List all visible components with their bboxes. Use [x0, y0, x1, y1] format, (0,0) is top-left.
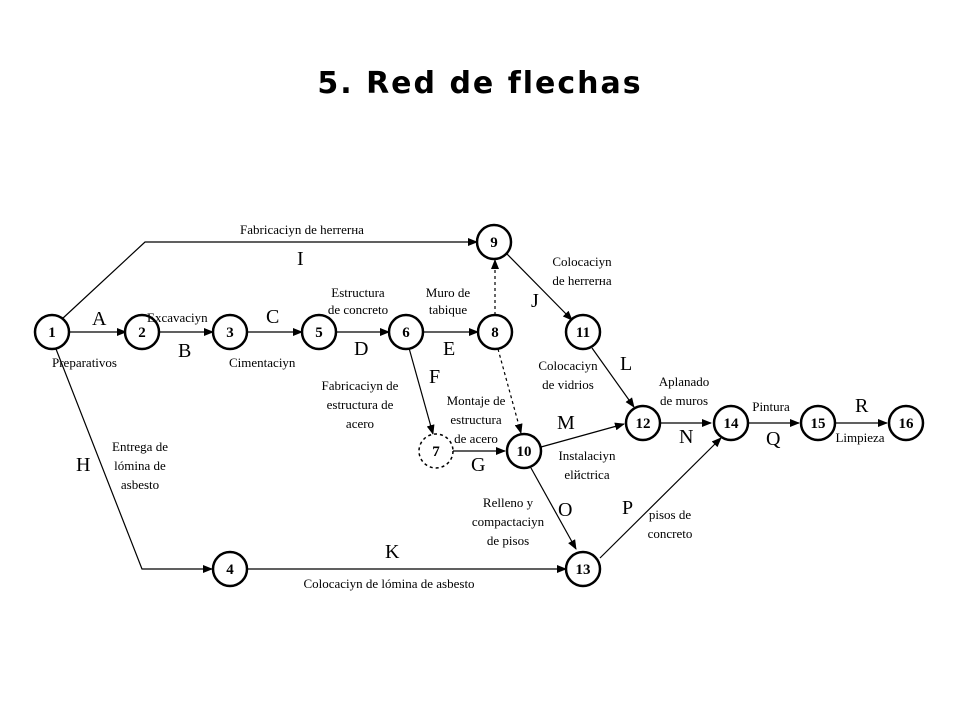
activity-desc-f-line1: Fabricaciyn de: [322, 378, 399, 393]
activity-desc-r: Limpieza: [835, 430, 884, 445]
activity-desc-f-line3: acero: [346, 416, 374, 431]
activity-desc-h-line3: asbesto: [121, 477, 159, 492]
node-12-label: 12: [636, 416, 651, 432]
activity-letter-i: I: [297, 248, 304, 270]
node-2-label: 2: [138, 325, 146, 341]
edge-1-9: [61, 238, 478, 320]
node-5-label: 5: [315, 325, 323, 341]
activity-desc-m-line1: Instalaciyn: [558, 448, 616, 463]
activity-letter-h: H: [76, 454, 90, 476]
edge-6-7: [408, 347, 435, 435]
node-1-label: 1: [48, 325, 56, 341]
activity-letter-q: Q: [766, 428, 781, 450]
node-10: 10: [505, 432, 543, 470]
node-6-label: 6: [402, 325, 410, 341]
activity-desc-n-line2: de muros: [660, 393, 708, 408]
activity-letter-e: E: [443, 338, 455, 360]
activity-letters: A B C D E F G H I J K L M N O P Q R: [76, 248, 869, 563]
node-4: 4: [211, 550, 249, 588]
activity-descriptions: Preparativos Excavaciyn Cimentaciyn Estr…: [52, 222, 885, 591]
activity-desc-b: Excavaciyn: [147, 310, 208, 325]
edges: [55, 238, 888, 573]
activity-letter-m: M: [557, 412, 575, 434]
node-1: 1: [33, 313, 71, 351]
activity-desc-o-line2: compactaciyn: [472, 514, 545, 529]
activity-desc-h-line1: Entrega de: [112, 439, 168, 454]
node-9: 9: [475, 223, 513, 261]
edge-1-4: [55, 348, 213, 573]
activity-letter-p: P: [622, 497, 633, 519]
node-6: 6: [387, 313, 425, 351]
node-16: 16: [887, 404, 925, 442]
activity-desc-i: Fabricaciyn de herrerнa: [240, 222, 364, 237]
activity-desc-g-line1: Montaje de: [447, 393, 506, 408]
activity-letter-l: L: [620, 353, 632, 375]
activity-desc-h-line2: lómina de: [114, 458, 166, 473]
activity-desc-g-line3: de acero: [454, 431, 498, 446]
activity-desc-d-line2: de concreto: [328, 302, 388, 317]
activity-letter-f: F: [429, 366, 440, 388]
activity-letter-b: B: [178, 340, 191, 362]
activity-desc-g-line2: estructura: [450, 412, 501, 427]
node-15: 15: [799, 404, 837, 442]
activity-letter-n: N: [679, 426, 693, 448]
activity-desc-e-line2: tabique: [429, 302, 467, 317]
activity-desc-k: Colocaciyn de lómina de asbesto: [303, 576, 474, 591]
node-12: 12: [624, 404, 662, 442]
activity-letter-c: C: [266, 306, 279, 328]
node-3: 3: [211, 313, 249, 351]
activity-letter-a: A: [92, 308, 107, 330]
activity-letter-j: J: [531, 290, 539, 312]
page-title: 5. Red de flechas: [317, 66, 643, 101]
node-10-label: 10: [517, 444, 532, 460]
activity-desc-a: Preparativos: [52, 355, 117, 370]
node-8-label: 8: [491, 325, 499, 341]
node-3-label: 3: [226, 325, 234, 341]
activity-letter-d: D: [354, 338, 368, 360]
edge-11-12: [591, 347, 635, 408]
node-8: 8: [476, 313, 514, 351]
activity-desc-q: Pintura: [752, 399, 790, 414]
activity-desc-j-line1: Colocaciyn: [552, 254, 612, 269]
node-5: 5: [300, 313, 338, 351]
edge-13-14: [599, 437, 722, 559]
edge-10-13: [530, 467, 577, 550]
node-14-label: 14: [724, 416, 740, 432]
activity-desc-c: Cimentaciyn: [229, 355, 296, 370]
activity-desc-p-line2: concreto: [648, 526, 693, 541]
activity-desc-l-line1: Colocaciyn: [538, 358, 598, 373]
node-4-label: 4: [226, 562, 234, 578]
node-16-label: 16: [899, 416, 915, 432]
node-13-label: 13: [576, 562, 591, 578]
activity-letter-r: R: [855, 395, 869, 417]
node-13: 13: [564, 550, 602, 588]
node-7-label: 7: [432, 444, 440, 460]
activity-desc-o-line1: Relleno y: [483, 495, 534, 510]
activity-letter-k: K: [385, 541, 400, 563]
activity-desc-p-line1: pisos de: [649, 507, 691, 522]
edge-8-10-dummy: [497, 348, 523, 434]
node-14: 14: [712, 404, 750, 442]
node-11: 11: [564, 313, 602, 351]
activity-desc-l-line2: de vidrios: [542, 377, 594, 392]
activity-desc-e-line1: Muro de: [426, 285, 471, 300]
activity-letter-g: G: [471, 454, 485, 476]
activity-desc-o-line3: de pisos: [487, 533, 529, 548]
node-7: 7: [418, 433, 454, 469]
activity-desc-f-line2: estructura de: [327, 397, 394, 412]
edge-9-11: [506, 253, 573, 321]
activity-desc-n-line1: Aplanado: [659, 374, 710, 389]
nodes: 1 2 3 5 6 8 9 11 7 10 12 14 15 16 4 13: [33, 223, 925, 588]
activity-desc-d-line1: Estructura: [331, 285, 385, 300]
node-11-label: 11: [576, 325, 590, 341]
edge-10-12: [540, 422, 625, 448]
node-15-label: 15: [811, 416, 826, 432]
activity-desc-m-line2: elйctrica: [564, 467, 609, 482]
activity-letter-o: O: [558, 499, 572, 521]
node-9-label: 9: [490, 235, 498, 251]
activity-desc-j-line2: de herrerнa: [552, 273, 612, 288]
node-2: 2: [123, 313, 161, 351]
